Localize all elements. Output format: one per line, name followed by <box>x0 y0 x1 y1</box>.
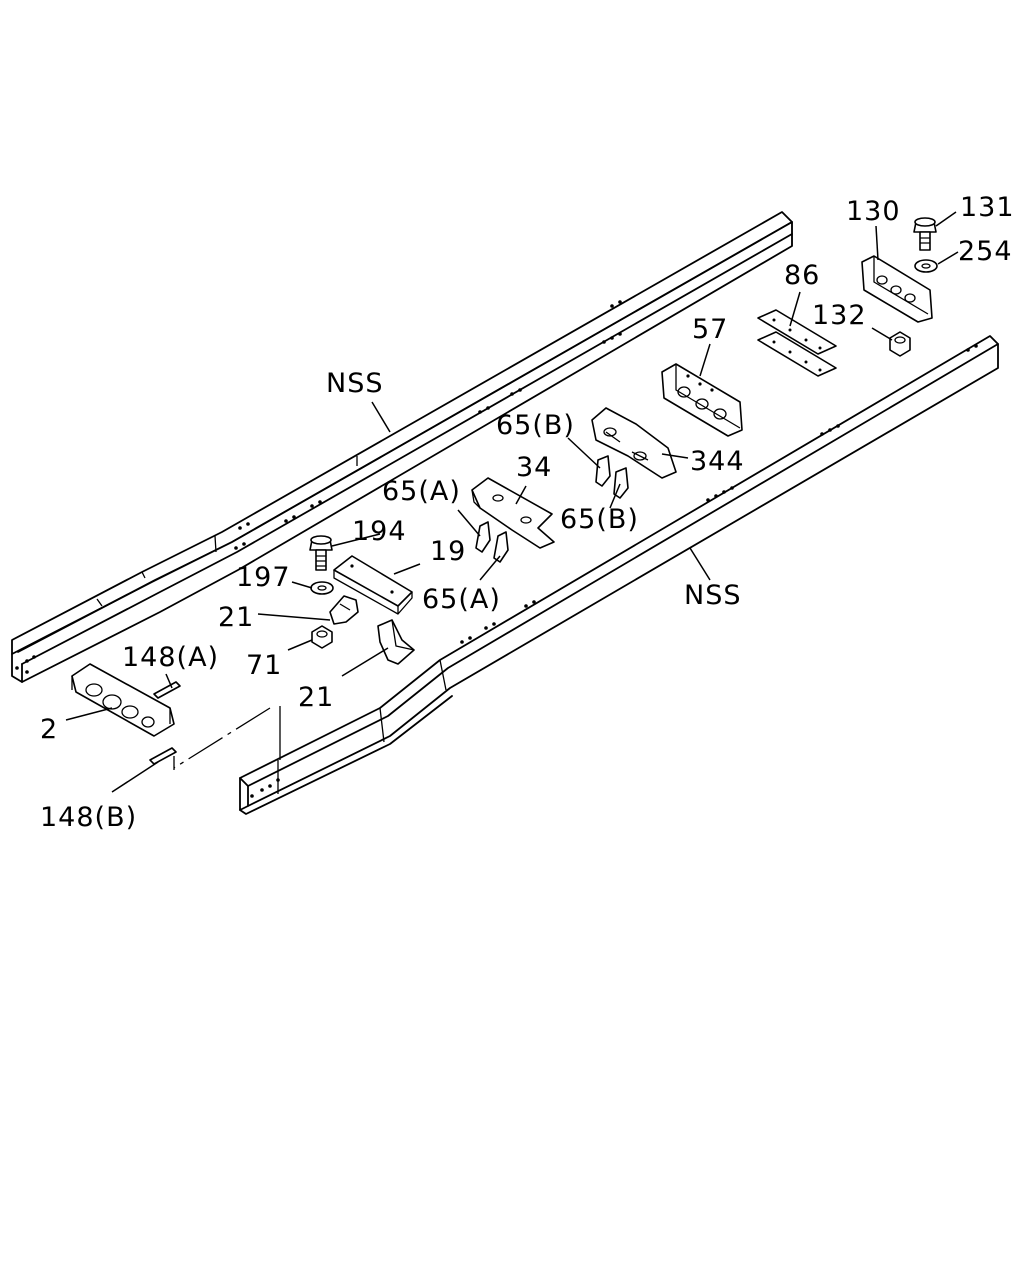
part-148a-plate[interactable] <box>153 681 181 699</box>
label-part-21-lower: 21 <box>298 682 334 713</box>
label-part-19: 19 <box>430 536 466 567</box>
label-part-21-upper: 21 <box>218 602 254 633</box>
part-130-bracket[interactable] <box>861 255 933 323</box>
part-65a-gusset-2[interactable] <box>493 531 509 563</box>
part-65a-gusset-1[interactable] <box>475 521 491 553</box>
part-197-washer[interactable] <box>310 581 334 595</box>
part-57-bracket[interactable] <box>661 363 743 437</box>
label-part-130: 130 <box>846 196 901 227</box>
part-132-nut[interactable] <box>889 331 911 357</box>
part-344-crossmember[interactable] <box>591 407 677 479</box>
label-part-197: 197 <box>236 562 291 593</box>
label-part-34: 34 <box>516 452 552 483</box>
label-part-57: 57 <box>692 314 728 345</box>
label-part-65a-2: 65(A) <box>422 584 501 615</box>
label-part-131: 131 <box>960 192 1015 223</box>
label-part-148a: 148(A) <box>122 642 219 673</box>
part-254-washer[interactable] <box>914 259 938 273</box>
label-nss-top: NSS <box>326 368 383 399</box>
label-part-254: 254 <box>958 236 1013 267</box>
part-148b-plate[interactable] <box>149 747 177 765</box>
part-21-bracket-lower[interactable] <box>377 619 415 665</box>
part-65b-gusset-1[interactable] <box>595 455 611 487</box>
label-part-65b-2: 65(B) <box>560 504 639 535</box>
label-part-132: 132 <box>812 300 867 331</box>
part-71-nut[interactable] <box>311 625 333 649</box>
part-19-crossmember[interactable] <box>333 555 413 615</box>
label-part-65b-1: 65(B) <box>496 410 575 441</box>
label-part-194: 194 <box>352 516 407 547</box>
label-nss-bottom: NSS <box>684 580 741 611</box>
label-part-344: 344 <box>690 446 745 477</box>
label-part-86: 86 <box>784 260 820 291</box>
left-side-rail[interactable] <box>11 211 793 683</box>
part-194-bolt[interactable] <box>309 535 333 571</box>
part-2-crossmember[interactable] <box>71 663 175 737</box>
right-side-rail[interactable] <box>173 335 999 815</box>
callout-labels: NSS NSS 2 148(A) 148(B) 194 197 21 71 21… <box>40 192 1015 833</box>
leader-lines <box>65 211 959 793</box>
label-part-2: 2 <box>40 714 58 745</box>
label-part-71: 71 <box>246 650 282 681</box>
part-34-crossmember[interactable] <box>471 477 555 549</box>
label-part-148b: 148(B) <box>40 802 137 833</box>
label-part-65a-1: 65(A) <box>382 476 461 507</box>
part-86-plates[interactable] <box>757 309 837 377</box>
part-21-bracket-upper[interactable] <box>329 595 359 625</box>
part-131-bolt[interactable] <box>913 217 937 251</box>
